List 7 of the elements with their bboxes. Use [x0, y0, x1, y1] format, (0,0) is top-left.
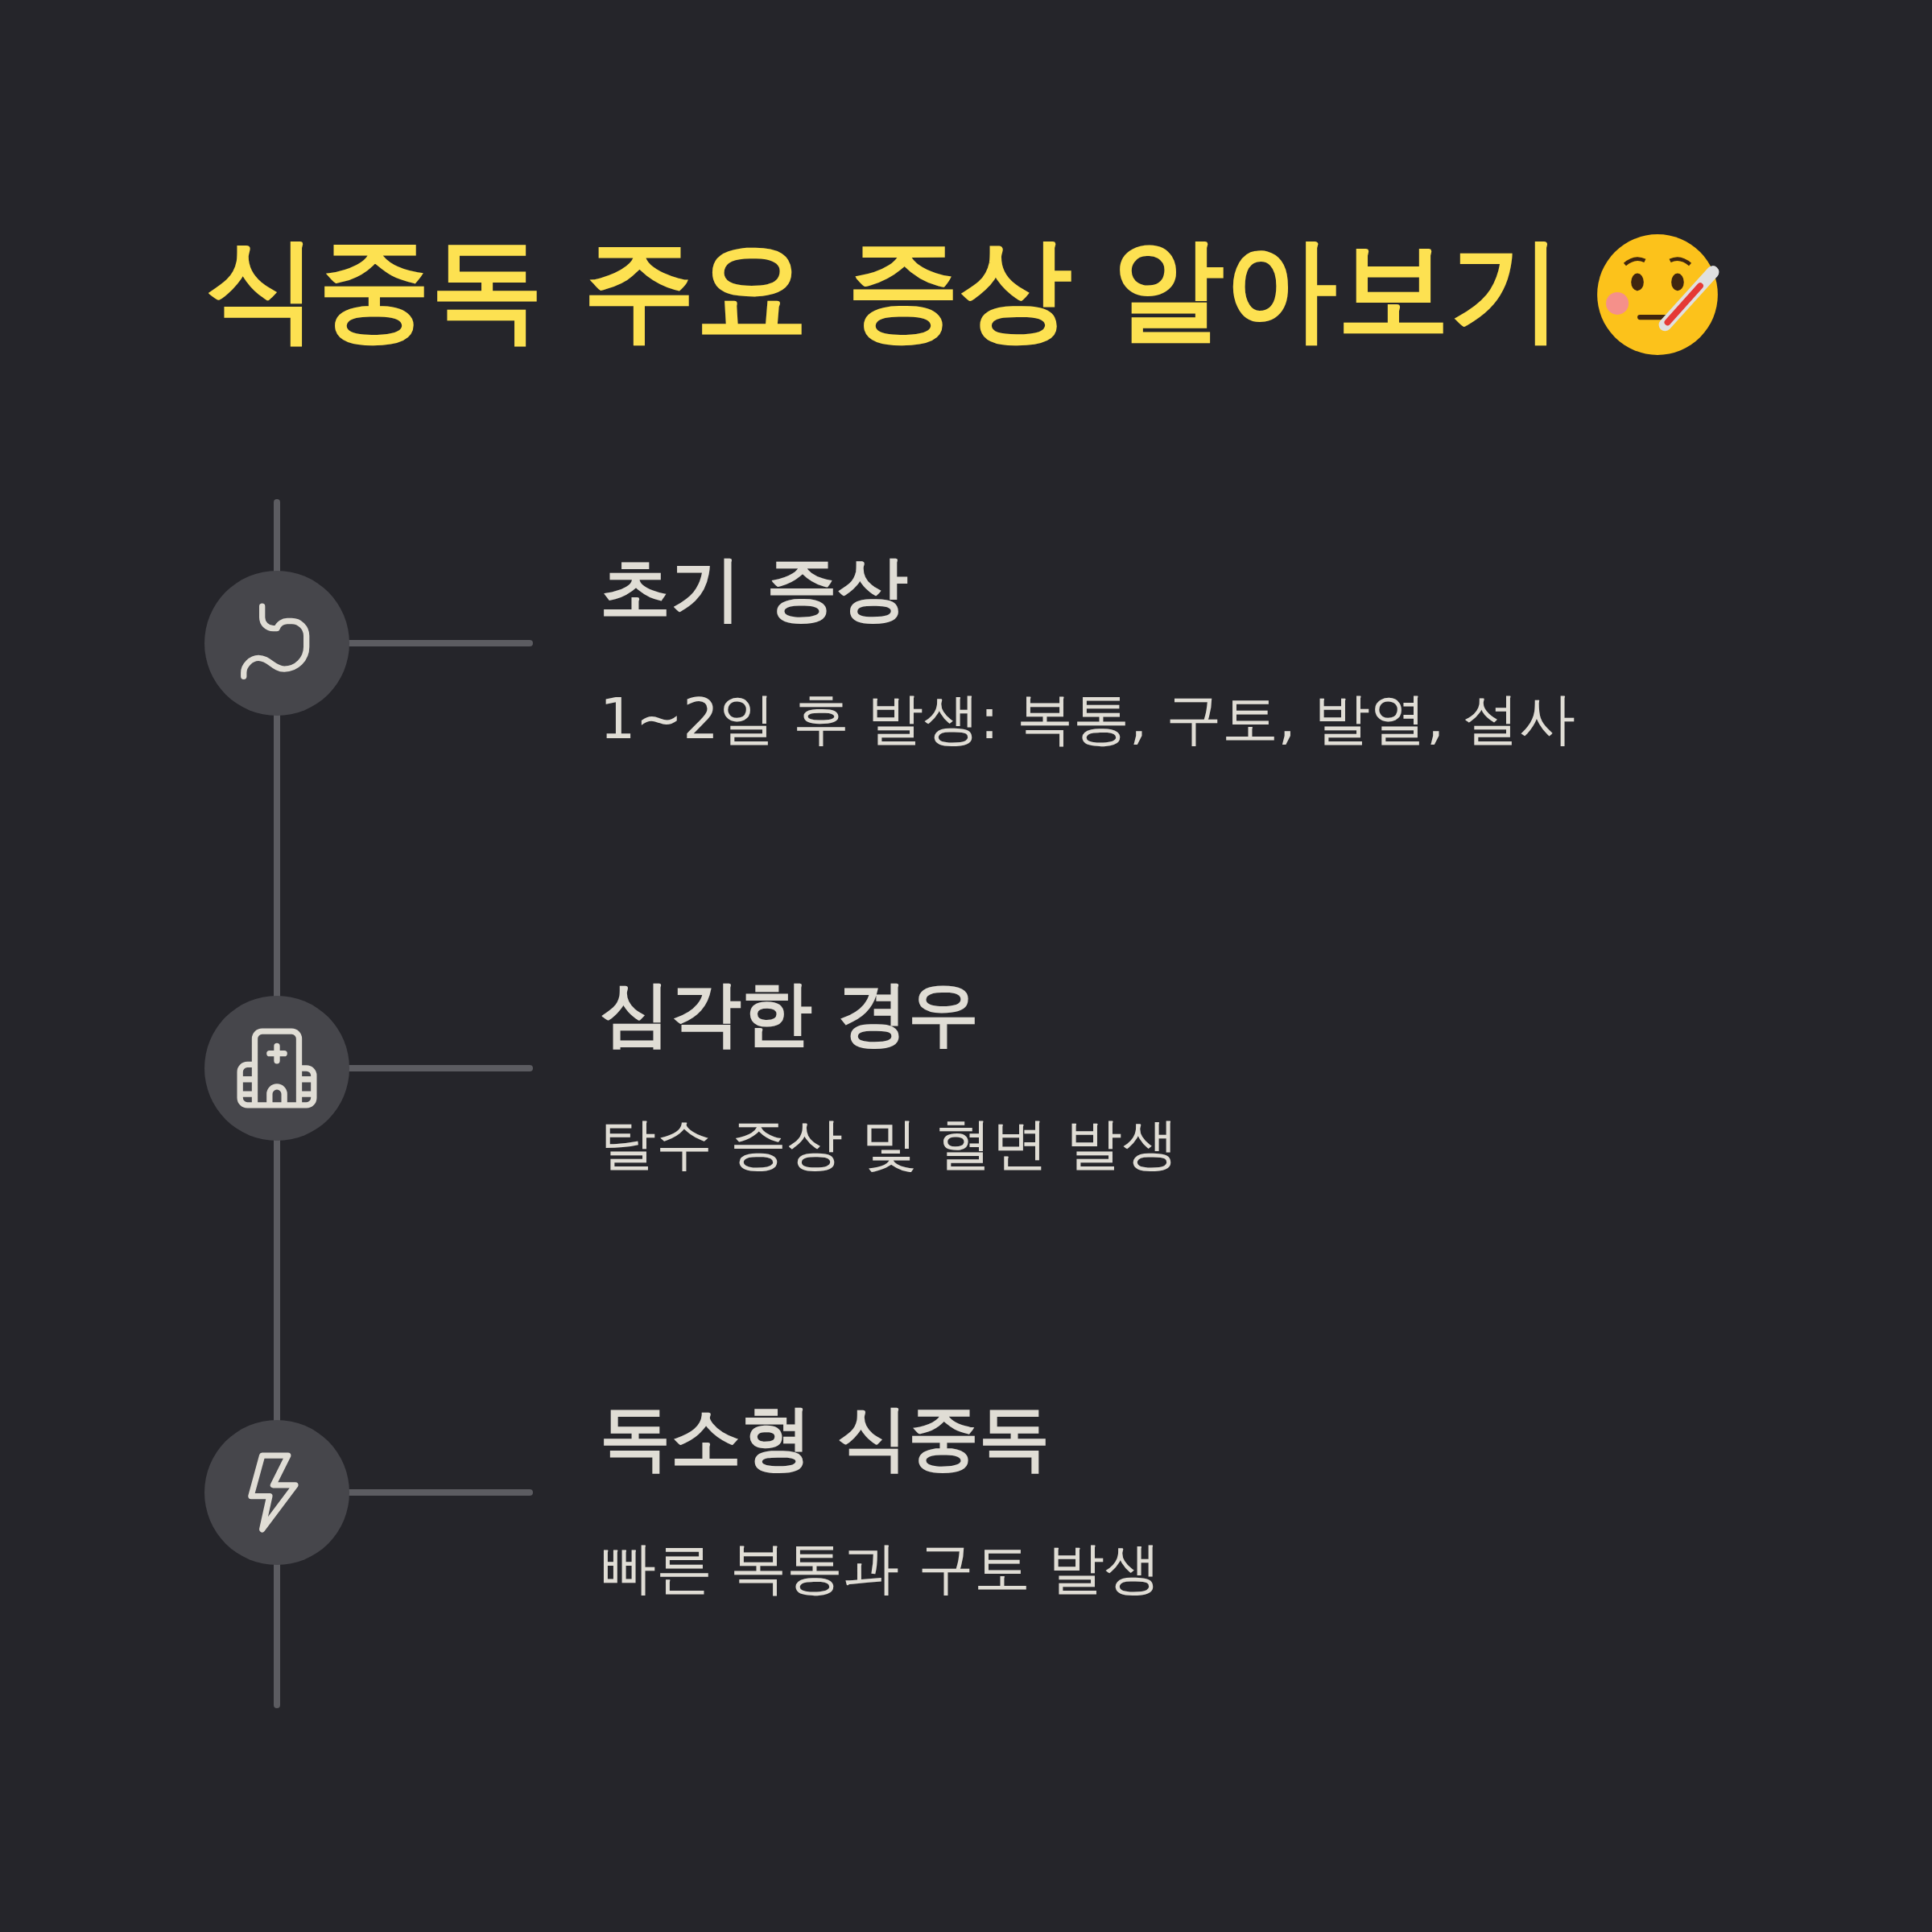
step-description: 1~2일 후 발생: 복통, 구토, 발열, 설사 [600, 685, 1575, 753]
step-heading: 독소형 식중독 [600, 1397, 1050, 1479]
step-heading: 심각한 경우 [600, 972, 979, 1055]
step-description: 빠른 복통과 구토 발생 [600, 1534, 1161, 1603]
step-heading: 초기 증상 [600, 547, 908, 630]
title: 식중독 주요 증상 알아보기 [205, 222, 1563, 356]
step-description: 탈수 증상 및 혈변 발생 [600, 1110, 1179, 1179]
